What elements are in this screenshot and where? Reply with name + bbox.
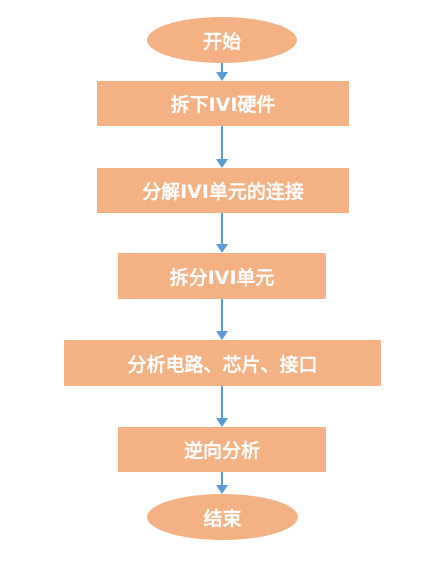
step-label: 逆向分析 [183,440,260,462]
start-terminal: 开始 [147,17,297,63]
arrow-head [216,72,228,81]
step-label: 分解IVI单元的连接 [142,181,304,203]
end-terminal: 结束 [147,494,298,540]
step-reverse-analysis: 逆向分析 [118,427,326,472]
step-analyze-circuit-chip-interface: 分析电路、芯片、接口 [64,340,381,386]
step-label: 分析电路、芯片、接口 [127,353,318,376]
arrow-head [216,244,228,253]
step-remove-ivi-hardware: 拆下IVI硬件 [97,81,349,126]
arrow-head [216,418,228,427]
step-decompose-ivi-connections: 分解IVI单元的连接 [97,168,349,213]
arrow-head [216,331,228,340]
step-label: 拆下IVI硬件 [170,94,276,116]
arrow-head [216,159,228,168]
arrow-head [216,485,228,494]
step-split-ivi-unit: 拆分IVI单元 [118,253,326,299]
start-label: 开始 [202,30,241,53]
step-label: 拆分IVI单元 [169,266,275,289]
end-label: 结束 [203,507,242,530]
